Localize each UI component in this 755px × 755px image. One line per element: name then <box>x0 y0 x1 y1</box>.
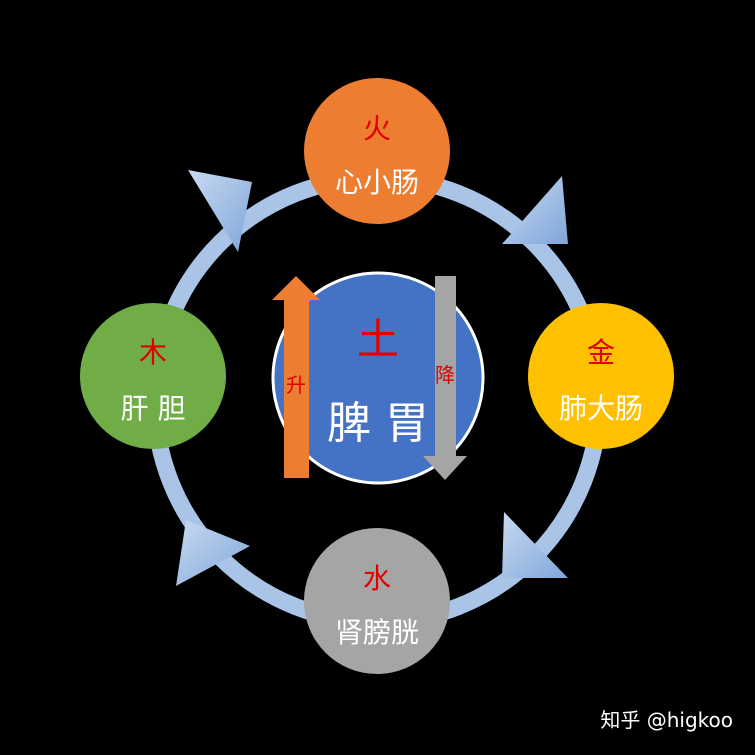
descend-arrow: 降 <box>423 276 467 480</box>
node-earth-circle <box>271 271 485 485</box>
node-earth: 土 脾 胃 <box>271 271 485 485</box>
cycle-arrowhead-water-to-wood <box>176 520 250 586</box>
descend-arrow-label: 降 <box>435 363 455 387</box>
node-wood-circle <box>80 303 226 449</box>
node-wood-organs: 肝 胆 <box>121 392 186 425</box>
rise-arrow-label: 升 <box>286 373 306 397</box>
node-fire-circle <box>304 78 450 224</box>
watermark-text: 知乎 @higkoo <box>600 708 733 732</box>
rise-arrow-shape <box>272 276 320 478</box>
node-water-circle <box>304 528 450 674</box>
node-water-element: 水 <box>363 562 391 595</box>
node-wood-element: 木 <box>139 336 167 369</box>
descend-arrow-shape <box>423 276 467 480</box>
node-metal: 金 肺大肠 <box>528 303 674 449</box>
cycle-arrowhead-fire-to-metal <box>502 176 568 244</box>
node-water: 水 肾膀胱 <box>304 528 450 674</box>
node-metal-organs: 肺大肠 <box>559 392 643 425</box>
node-earth-organs: 脾 胃 <box>327 398 429 449</box>
node-fire-element: 火 <box>363 112 391 145</box>
rise-arrow: 升 <box>272 276 320 478</box>
node-wood: 木 肝 胆 <box>80 303 226 449</box>
node-fire-organs: 心小肠 <box>335 166 419 199</box>
node-water-organs: 肾膀胱 <box>335 616 419 649</box>
node-metal-circle <box>528 303 674 449</box>
node-fire: 火 心小肠 <box>304 78 450 224</box>
cycle-arrowhead-metal-to-water <box>502 512 568 578</box>
node-metal-element: 金 <box>587 336 615 369</box>
node-earth-element: 土 <box>357 315 399 364</box>
cycle-arrowhead-wood-to-fire <box>188 170 252 252</box>
